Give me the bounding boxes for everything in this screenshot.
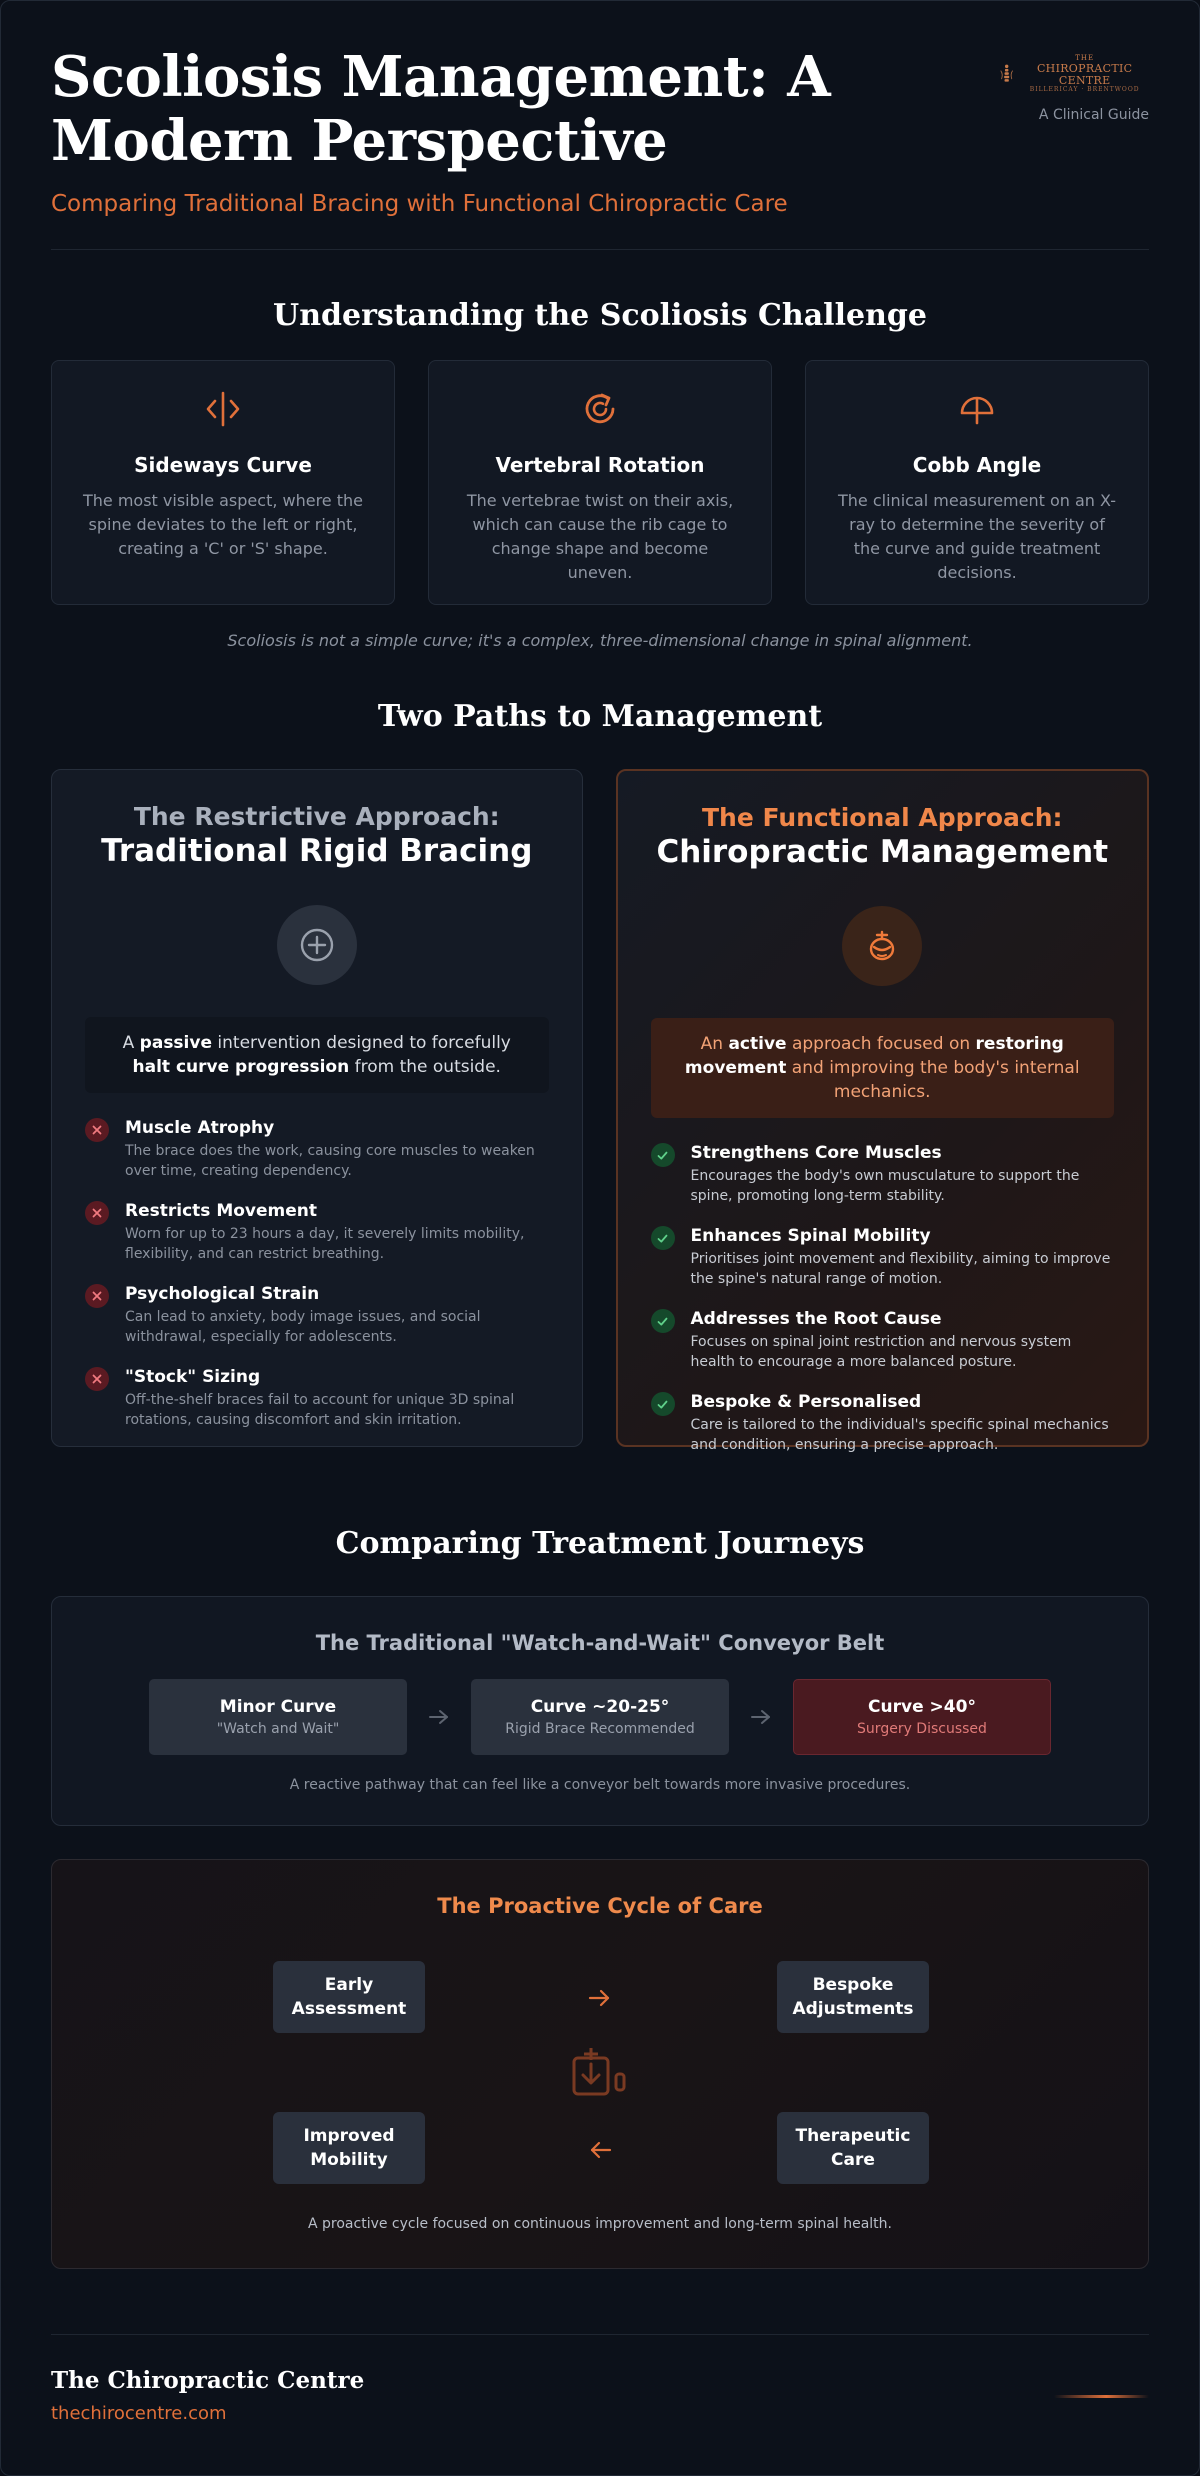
list-item: Enhances Spinal Mobility Prioritises joi… [650, 1225, 1118, 1289]
approach-name: Traditional Rigid Bracing [101, 833, 533, 869]
footer-website-link[interactable]: thechirocentre.com [51, 2403, 227, 2424]
point-title: Psychological Strain [125, 1284, 320, 1304]
restrictive-approach-card: The Restrictive Approach: Traditional Ri… [51, 769, 583, 1447]
challenge-card-title: Vertebral Rotation [495, 453, 705, 477]
footer-clinic-name: The Chiropractic Centre [51, 2367, 365, 2394]
challenge-card-title: Sideways Curve [134, 453, 312, 477]
point-desc: The brace does the work, causing core mu… [125, 1143, 535, 1179]
stage-brace: Curve ~20-25° Rigid Brace Recommended [471, 1679, 729, 1755]
header: Scoliosis Management: A Modern Perspecti… [51, 45, 1149, 250]
journeys-section-title: Comparing Treatment Journeys [335, 1526, 865, 1561]
point-desc: Can lead to anxiety, body image issues, … [125, 1309, 481, 1345]
list-item: Restricts Movement Worn for up to 23 hou… [85, 1200, 552, 1264]
approach-kicker: The Restrictive Approach: [133, 802, 500, 831]
paths-section-title: Two Paths to Management [377, 699, 823, 734]
point-title: Strengthens Core Muscles [690, 1143, 942, 1163]
plus-circle-icon [300, 928, 333, 962]
benefit-list: Strengthens Core Muscles Encourages the … [648, 1142, 1118, 1455]
proactive-cycle-title: The Proactive Cycle of Care [437, 1894, 763, 1918]
cycle-center-icon [572, 2048, 626, 2096]
approach-summary: An active approach focused on restoring … [650, 1018, 1114, 1118]
list-item: Bespoke & Personalised Care is tailored … [650, 1391, 1118, 1455]
approach-cards: The Restrictive Approach: Traditional Ri… [51, 769, 1149, 1453]
challenge-card-cobb: Cobb Angle The clinical measurement on a… [805, 360, 1149, 605]
point-desc: Prioritises joint movement and flexibili… [690, 1251, 1111, 1287]
logo: THE CHIROPRACTIC CENTRE BILLERICAY · BRE… [999, 54, 1149, 124]
approach-name: Chiropractic Management [656, 834, 1109, 870]
guide-label: A Clinical Guide [1038, 107, 1149, 124]
point-desc: Encourages the body's own musculature to… [690, 1168, 1080, 1204]
arrow-right-icon [588, 1989, 610, 2007]
point-desc: Care is tailored to the individual's spe… [690, 1417, 1109, 1453]
footer-accent-line [1054, 2395, 1149, 2398]
challenge-note: Scoliosis is not a simple curve; it's a … [227, 631, 973, 650]
check-icon [650, 1143, 675, 1167]
stage-surgery: Curve >40° Surgery Discussed [793, 1679, 1051, 1755]
cross-icon [85, 1118, 109, 1142]
stage-minor-curve: Minor Curve "Watch and Wait" [149, 1679, 407, 1755]
challenge-card-rotation: Vertebral Rotation The vertebrae twist o… [428, 360, 772, 605]
sideways-arrows-icon [206, 391, 240, 427]
approach-kicker: The Functional Approach: [701, 803, 1063, 832]
list-item: Psychological Strain Can lead to anxiety… [85, 1283, 552, 1347]
traditional-journey-note: A reactive pathway that can feel like a … [289, 1777, 911, 1793]
page-title: Scoliosis Management: A Modern Perspecti… [51, 45, 911, 173]
journey-stages: Minor Curve "Watch and Wait" Curve ~20-2… [52, 1679, 1148, 1755]
check-icon [650, 1392, 675, 1416]
arrow-right-icon [429, 1710, 448, 1724]
arrow-right-icon [751, 1710, 770, 1724]
arrow-left-icon [590, 2141, 612, 2159]
list-item: Addresses the Root Cause Focuses on spin… [650, 1308, 1118, 1372]
challenge-card-desc: The clinical measurement on an X-ray to … [838, 491, 1116, 582]
traditional-journey-title: The Traditional "Watch-and-Wait" Conveyo… [315, 1631, 885, 1655]
logo-small-text: THE [1075, 54, 1095, 62]
spine-icon [870, 930, 895, 961]
point-desc: Focuses on spinal joint restriction and … [690, 1334, 1072, 1370]
logo-location: BILLERICAY · BRENTWOOD [1029, 85, 1140, 93]
functional-approach-card: The Functional Approach: Chiropractic Ma… [615, 769, 1149, 1453]
footer-divider [51, 2334, 1149, 2335]
point-title: "Stock" Sizing [125, 1367, 261, 1387]
challenge-card-desc: The vertebrae twist on their axis, which… [466, 491, 734, 582]
header-divider [51, 249, 1149, 250]
cross-icon [85, 1284, 109, 1308]
list-item: Strengthens Core Muscles Encourages the … [650, 1142, 1118, 1206]
point-title: Addresses the Root Cause [690, 1309, 942, 1329]
challenge-cards: Sideways Curve The most visible aspect, … [51, 360, 1149, 605]
drawback-list: Muscle Atrophy The brace does the work, … [82, 1117, 552, 1430]
point-title: Restricts Movement [125, 1201, 317, 1221]
list-item: "Stock" Sizing Off-the-shelf braces fail… [85, 1366, 552, 1430]
page-subtitle: Comparing Traditional Bracing with Funct… [51, 191, 788, 217]
logo-spine-icon [1000, 64, 1014, 82]
challenge-section-title: Understanding the Scoliosis Challenge [273, 298, 927, 333]
point-title: Muscle Atrophy [125, 1118, 275, 1138]
list-item: Muscle Atrophy The brace does the work, … [85, 1117, 552, 1181]
cross-icon [85, 1201, 109, 1225]
challenge-card-sideways: Sideways Curve The most visible aspect, … [51, 360, 395, 605]
check-icon [650, 1226, 675, 1250]
challenge-card-desc: The most visible aspect, where the spine… [82, 491, 363, 558]
proactive-cycle-note: A proactive cycle focused on continuous … [308, 2216, 892, 2232]
point-title: Enhances Spinal Mobility [690, 1226, 931, 1246]
angle-icon [960, 396, 994, 425]
check-icon [650, 1309, 675, 1333]
point-desc: Off-the-shelf braces fail to account for… [125, 1392, 515, 1428]
approach-summary: A passive intervention designed to force… [85, 1017, 549, 1093]
title-line-1: Scoliosis Management: A [51, 44, 831, 110]
point-title: Bespoke & Personalised [690, 1392, 922, 1412]
cross-icon [85, 1367, 109, 1391]
logo-name: CHIROPRACTIC CENTRE [1036, 61, 1133, 87]
rotation-icon [585, 393, 615, 424]
traditional-journey-panel: The Traditional "Watch-and-Wait" Conveyo… [51, 1596, 1149, 1826]
challenge-card-title: Cobb Angle [912, 453, 1042, 477]
title-line-2: Modern Perspective [51, 108, 668, 174]
point-desc: Worn for up to 23 hours a day, it severe… [125, 1226, 525, 1262]
